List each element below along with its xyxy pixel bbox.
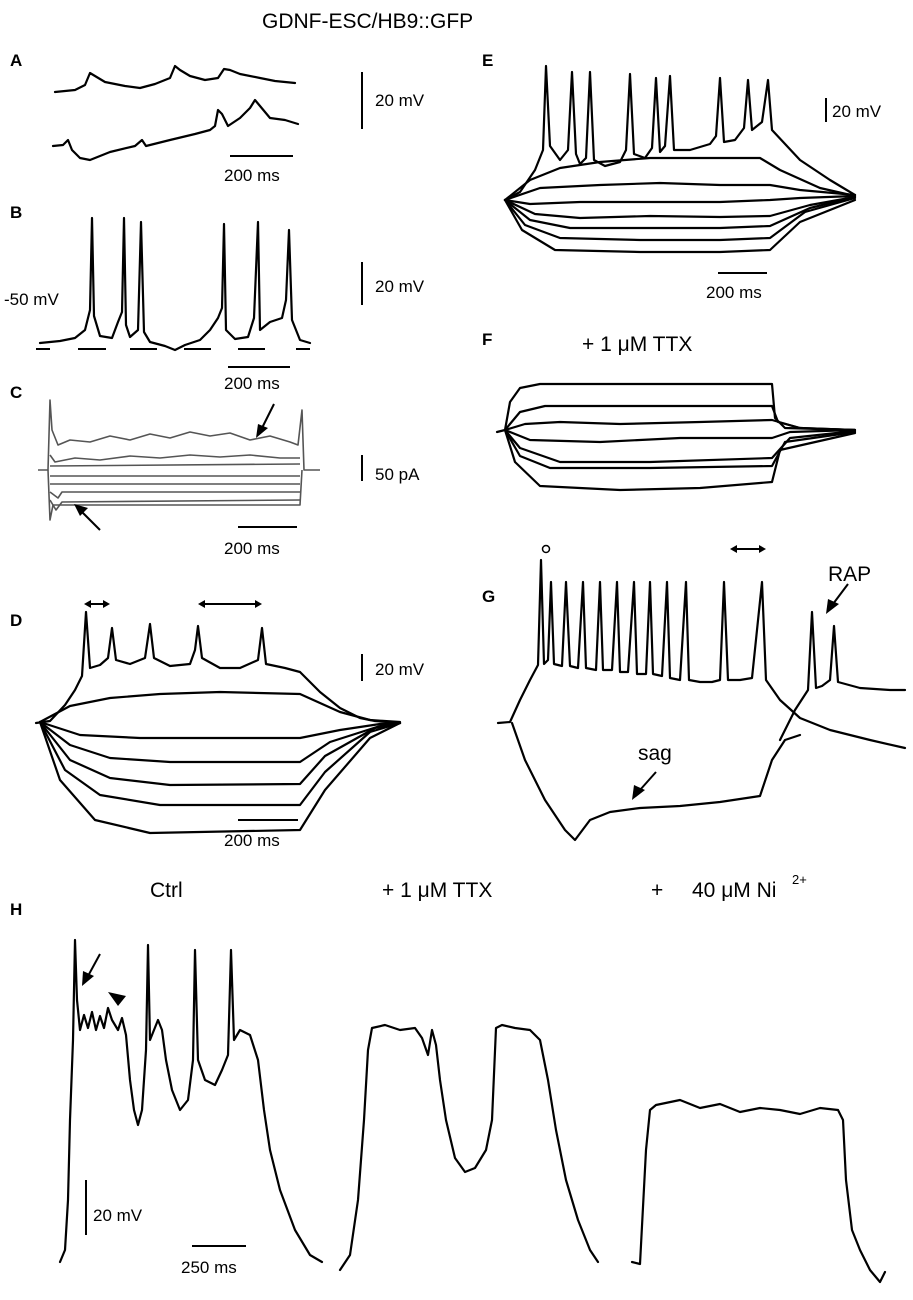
panel-g-label: G [482,587,495,606]
panel-g-sag-label: sag [638,742,672,765]
panel-a-trace-top [53,64,297,94]
panel-b-scale-t-label: 200 ms [224,374,280,393]
panel-c-scale-t-label: 200 ms [224,539,280,558]
panel-h-condition-ni-main: 40 μM Ni [692,879,776,902]
panel-b-scale-v-label: 20 mV [375,277,425,296]
panel-f-traces [495,382,857,492]
panel-h-condition-ni-prefix: + [651,879,663,902]
panel-c-arrow-upper [256,403,275,438]
panel-g-rap-label: RAP [828,563,871,586]
panel-c-scale-i-label: 50 pA [375,465,420,484]
panel-a-scale-v-label: 20 mV [375,91,425,110]
panel-g-rap-arrow [826,583,849,614]
panel-c-current-traces [38,399,320,521]
panel-d-interval-arrow-short [84,600,110,608]
panel-e-scale-t-label: 200 ms [706,283,762,302]
panel-g-interval-marker-short [541,544,551,554]
panel-e-traces [503,64,857,254]
panel-g-interval-arrow [730,545,766,553]
panel-c-arrow-lower [74,504,101,531]
panel-h-arrowhead [108,992,126,1006]
panel-d-scale-t-label: 200 ms [224,831,280,850]
panel-d-scale-v-label: 20 mV [375,660,425,679]
panel-a-label: A [10,51,22,70]
panel-f-condition: + 1 μM TTX [582,333,692,356]
panel-h-arrow [82,953,101,986]
panel-h-trace-ctrl [58,938,324,1264]
panel-e-label: E [482,51,493,70]
panel-g-sag-arrow [632,771,657,800]
panel-h-scale-v-label: 20 mV [93,1206,143,1225]
figure-title: GDNF-ESC/HB9::GFP [262,10,473,33]
panel-d-interval-arrow-long [198,600,262,608]
panel-a-trace-bottom [51,98,300,162]
panel-h-condition-ni-sup: 2+ [792,872,807,887]
panel-h-trace-ni [630,1098,887,1284]
panel-b-holding-label: -50 mV [4,290,59,309]
panel-h-trace-ttx [338,1023,600,1272]
panel-b-label: B [10,203,22,222]
panel-d-traces [34,610,402,835]
panel-a-scale-t-label: 200 ms [224,166,280,185]
panel-f-label: F [482,330,492,349]
panel-h-scale-t-label: 250 ms [181,1258,237,1277]
panel-d-label: D [10,611,22,630]
panel-g-traces [496,558,907,842]
panel-h-condition-ctrl: Ctrl [150,879,183,902]
panel-h-label: H [10,900,22,919]
panel-e-scale-v-label: 20 mV [832,102,882,121]
panel-h-condition-ttx: + 1 μM TTX [382,879,492,902]
panel-c-label: C [10,383,22,402]
panel-b-trace [38,216,312,352]
